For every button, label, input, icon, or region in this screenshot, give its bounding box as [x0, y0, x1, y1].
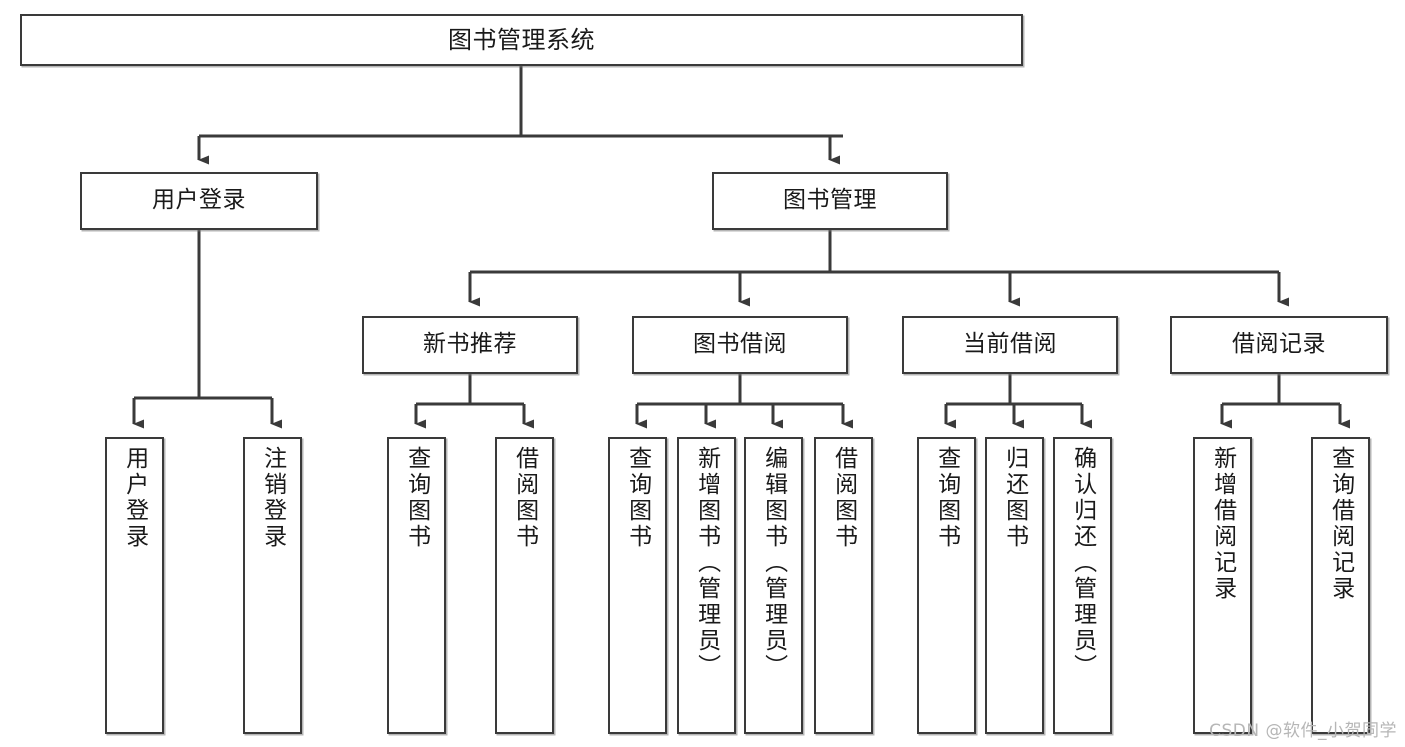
node-book-borrow[interactable]: 图书借阅 [632, 316, 848, 374]
leaf-rec-query-book-label: 查询图书 [403, 446, 430, 550]
node-book-manage-label: 图书管理 [783, 187, 877, 214]
leaf-rec-add-record-label: 新增借阅记录 [1209, 446, 1236, 602]
node-current-borrow[interactable]: 当前借阅 [902, 316, 1118, 374]
node-borrow-record[interactable]: 借阅记录 [1170, 316, 1388, 374]
leaf-brw-borrow-book-label: 借阅图书 [830, 446, 857, 550]
leaf-brw-query-book[interactable]: 查询图书 [608, 437, 667, 734]
leaf-rec-query-book[interactable]: 查询图书 [387, 437, 446, 734]
leaf-rec-borrow-book[interactable]: 借阅图书 [495, 437, 554, 734]
leaf-brw-add-book[interactable]: 新增图书（管理员） [677, 437, 736, 734]
node-user-login[interactable]: 用户登录 [80, 172, 318, 230]
node-borrow-record-label: 借阅记录 [1232, 331, 1326, 358]
leaf-rec-query-record-label: 查询借阅记录 [1327, 446, 1354, 602]
node-new-book-rec[interactable]: 新书推荐 [362, 316, 578, 374]
leaf-cur-confirm-return-label: 确认归还（管理员） [1069, 446, 1096, 680]
leaf-brw-add-book-label: 新增图书（管理员） [693, 446, 720, 680]
leaf-brw-borrow-book[interactable]: 借阅图书 [814, 437, 873, 734]
leaf-user-login[interactable]: 用户登录 [105, 437, 164, 734]
leaf-brw-query-book-label: 查询图书 [624, 446, 651, 550]
leaf-logout-login-label: 注销登录 [259, 446, 286, 550]
watermark-text: CSDN @软件_小贺同学 [1209, 721, 1397, 741]
node-current-borrow-label: 当前借阅 [963, 331, 1057, 358]
node-user-login-label: 用户登录 [152, 187, 246, 214]
leaf-brw-edit-book[interactable]: 编辑图书（管理员） [744, 437, 803, 734]
leaf-cur-query-book-label: 查询图书 [933, 446, 960, 550]
leaf-brw-edit-book-label: 编辑图书（管理员） [760, 446, 787, 680]
leaf-rec-add-record[interactable]: 新增借阅记录 [1193, 437, 1252, 734]
leaf-cur-confirm-return[interactable]: 确认归还（管理员） [1053, 437, 1112, 734]
leaf-logout-login[interactable]: 注销登录 [243, 437, 302, 734]
node-book-borrow-label: 图书借阅 [693, 331, 787, 358]
node-book-manage[interactable]: 图书管理 [712, 172, 948, 230]
node-root[interactable]: 图书管理系统 [20, 14, 1023, 66]
node-root-label: 图书管理系统 [448, 25, 595, 54]
leaf-cur-return-book[interactable]: 归还图书 [985, 437, 1044, 734]
leaf-rec-borrow-book-label: 借阅图书 [511, 446, 538, 550]
leaf-cur-return-book-label: 归还图书 [1001, 446, 1028, 550]
leaf-rec-query-record[interactable]: 查询借阅记录 [1311, 437, 1370, 734]
node-new-book-rec-label: 新书推荐 [423, 331, 517, 358]
leaf-user-login-label: 用户登录 [121, 446, 148, 550]
leaf-cur-query-book[interactable]: 查询图书 [917, 437, 976, 734]
